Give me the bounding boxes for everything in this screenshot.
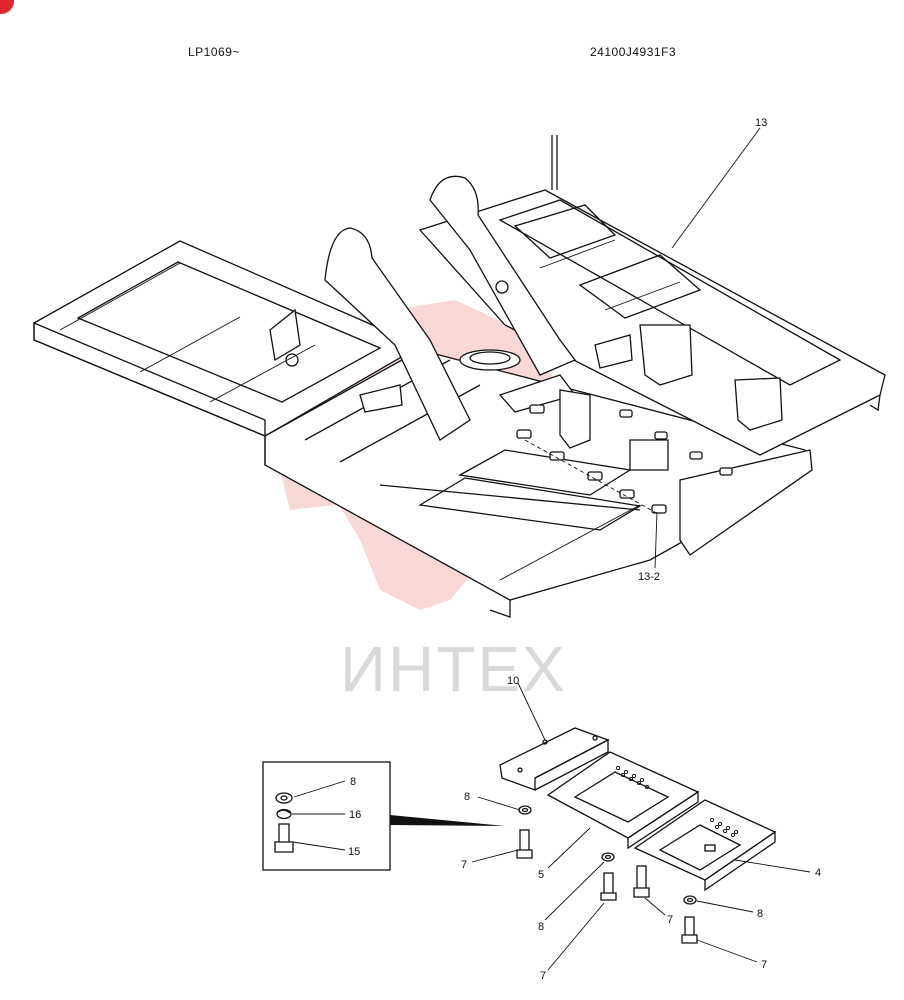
callout-plate-mid: 5 [538,869,544,881]
main-frame-drawing [33,135,886,618]
inset-bolt-callout: 15 [348,846,360,858]
callout-plate-front: 10 [507,675,519,687]
callout-frame: 13 [755,117,767,129]
drawing-number-label: 24100J4931F3 [590,45,677,59]
callout-plate-rear: 4 [815,867,821,879]
callout-washer-c: 8 [757,908,763,920]
callout-frame-sub: 13-2 [638,571,660,583]
callout-bolt-c: 7 [667,914,673,926]
serial-range-label: LP1069~ [188,45,240,59]
cover-plates [499,727,777,892]
frame-lugs [516,404,733,514]
inset-spring-washer-callout: 16 [349,809,361,821]
callout-washer-a: 8 [464,791,470,803]
callout-bolt-a: 7 [461,859,467,871]
callout-washer-b: 8 [538,921,544,933]
fastener-inset [262,761,505,871]
callout-bolt-b: 7 [540,970,546,982]
inset-washer-callout: 8 [350,776,356,788]
callout-bolt-d: 7 [761,959,767,971]
watermark-text: ИНТЕХ [340,633,567,705]
